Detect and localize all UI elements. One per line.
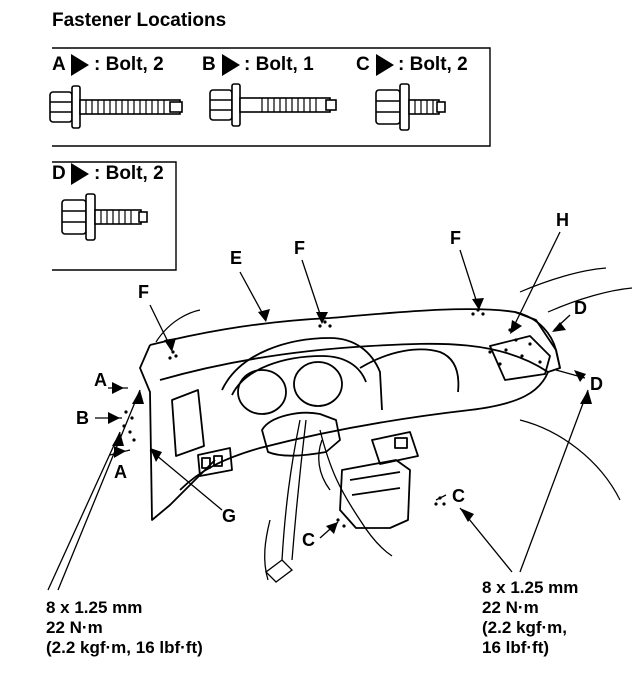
spec-right-size: 8 x 1.25 mm — [482, 578, 579, 597]
arrow-heads — [108, 298, 592, 534]
fastener-a-desc: : Bolt, 2 — [94, 54, 164, 75]
callout-h: H — [556, 210, 569, 230]
pointer-b-icon — [222, 54, 240, 76]
callout-b: B — [76, 408, 89, 428]
callout-a-upper: A — [94, 370, 107, 390]
fastener-pointer-icons — [71, 54, 394, 185]
pointer-d-icon — [71, 163, 89, 185]
callout-f-center: F — [294, 238, 305, 258]
spec-left-size: 8 x 1.25 mm — [46, 598, 143, 617]
callout-f-right: F — [450, 228, 461, 248]
dashboard-illustration — [139, 267, 633, 529]
callout-a-lower: A — [114, 462, 127, 482]
callout-f-left: F — [138, 282, 149, 302]
callout-d-lower: D — [590, 374, 603, 394]
callout-d-upper: D — [574, 298, 587, 318]
spec-left-torque: 22 N·m — [46, 618, 103, 637]
wire-harness — [264, 419, 393, 583]
fastener-a-letter: A — [52, 54, 66, 75]
spec-right-conversion-1: (2.2 kgf·m, — [482, 618, 568, 637]
callout-e: E — [230, 248, 243, 268]
bolt-b-icon — [209, 83, 337, 127]
fastener-panel-frames — [52, 47, 491, 271]
callout-g: G — [222, 506, 237, 526]
fastener-b-letter: B — [202, 54, 216, 75]
pointer-a-icon — [71, 54, 89, 76]
fastener-d-letter: D — [52, 163, 66, 184]
fastener-c-desc: : Bolt, 2 — [398, 54, 468, 75]
spec-right-conversion-2: 16 lbf·ft) — [482, 638, 550, 657]
page-title: Fastener Locations — [52, 10, 227, 31]
fastener-b-desc: : Bolt, 1 — [244, 54, 314, 75]
spec-left: 8 x 1.25 mm 22 N·m (2.2 kgf·m, 16 lbf·ft… — [46, 598, 203, 658]
spec-left-conversion: (2.2 kgf·m, 16 lbf·ft) — [46, 638, 203, 657]
pointer-c-icon — [376, 54, 394, 76]
bolt-a-icon — [49, 85, 183, 129]
bolt-d-icon — [61, 193, 148, 241]
callout-c-right: C — [452, 486, 465, 506]
spec-right: 8 x 1.25 mm 22 N·m (2.2 kgf·m, 16 lbf·ft… — [482, 578, 578, 658]
fastener-d-desc: : Bolt, 2 — [94, 163, 164, 184]
spec-right-torque: 22 N·m — [482, 598, 539, 617]
fastener-c-letter: C — [356, 54, 370, 75]
callout-c-left: C — [302, 530, 315, 550]
bolt-c-icon — [375, 83, 446, 131]
leader-lines — [47, 231, 589, 591]
